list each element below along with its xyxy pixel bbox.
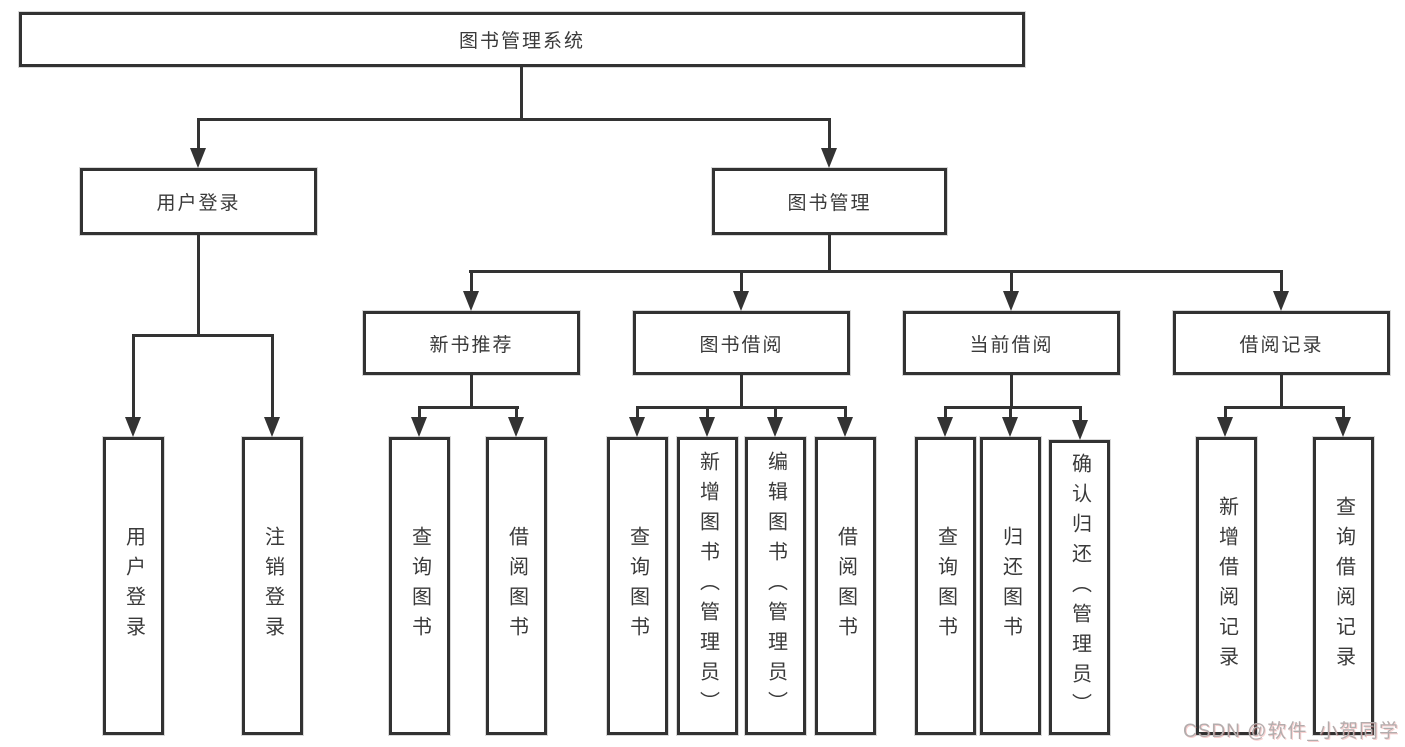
node-user-login: 用户登录 bbox=[80, 168, 317, 235]
arrow-down-icon bbox=[1217, 417, 1233, 437]
connector-root-stem bbox=[520, 67, 523, 120]
connector-records-bus bbox=[1224, 406, 1345, 409]
node-book-management: 图书管理 bbox=[712, 168, 947, 235]
leaf-logout: 注销登录 bbox=[242, 437, 303, 735]
connector-leaf-stub bbox=[1342, 406, 1345, 420]
connector-level2-bus bbox=[197, 118, 831, 121]
connector-recommend-bus bbox=[418, 406, 519, 409]
leaf-borrow-query-book: 查询图书 bbox=[607, 437, 668, 735]
connector-to-records bbox=[1280, 270, 1283, 296]
leaf-borrow-edit-book-admin: 编辑图书（管理员） bbox=[745, 437, 806, 735]
node-new-book-recommend: 新书推荐 bbox=[363, 311, 580, 375]
connector-leaf-stub bbox=[774, 406, 777, 420]
arrow-down-icon bbox=[937, 417, 953, 437]
connector-to-recommend bbox=[470, 270, 473, 296]
leaf-current-query-book: 查询图书 bbox=[915, 437, 976, 735]
arrow-down-icon bbox=[264, 417, 280, 437]
arrow-down-icon bbox=[733, 291, 749, 311]
node-system-root: 图书管理系统 bbox=[19, 12, 1025, 67]
arrow-down-icon bbox=[629, 417, 645, 437]
connector-leaf-stub bbox=[944, 406, 947, 420]
node-current-borrow: 当前借阅 bbox=[903, 311, 1120, 375]
connector-recommend-stem bbox=[470, 375, 473, 409]
node-book-borrow: 图书借阅 bbox=[633, 311, 850, 375]
leaf-borrow-borrow-book: 借阅图书 bbox=[815, 437, 876, 735]
arrow-down-icon bbox=[1273, 291, 1289, 311]
connector-leaf-stub bbox=[706, 406, 709, 420]
connector-management-stem bbox=[828, 235, 831, 272]
arrow-down-icon bbox=[190, 148, 206, 168]
leaf-current-confirm-return-admin: 确认归还（管理员） bbox=[1049, 440, 1110, 735]
arrow-down-icon bbox=[821, 148, 837, 168]
arrow-down-icon bbox=[411, 417, 427, 437]
leaf-user-login: 用户登录 bbox=[103, 437, 164, 735]
connector-borrow-bus bbox=[636, 406, 847, 409]
connector-leaf-stub bbox=[515, 406, 518, 420]
leaf-recommend-query-book: 查询图书 bbox=[389, 437, 450, 735]
connector-level3-bus bbox=[469, 270, 1283, 273]
arrow-down-icon bbox=[1002, 417, 1018, 437]
leaf-add-borrow-record: 新增借阅记录 bbox=[1196, 437, 1257, 735]
arrow-down-icon bbox=[1072, 420, 1088, 440]
arrow-down-icon bbox=[125, 417, 141, 437]
connector-login-bus bbox=[132, 334, 274, 337]
leaf-query-borrow-record: 查询借阅记录 bbox=[1313, 437, 1374, 735]
connector-current-stem bbox=[1010, 375, 1013, 409]
connector-to-borrow bbox=[740, 270, 743, 296]
node-borrow-records: 借阅记录 bbox=[1173, 311, 1390, 375]
leaf-recommend-borrow-book: 借阅图书 bbox=[486, 437, 547, 735]
connector-login-stem bbox=[197, 235, 200, 336]
connector-leaf-stub bbox=[844, 406, 847, 420]
connector-leaf-stub bbox=[1009, 406, 1012, 420]
connector-borrow-stem bbox=[740, 375, 743, 409]
arrow-down-icon bbox=[508, 417, 524, 437]
connector-current-bus bbox=[944, 406, 1082, 409]
arrow-down-icon bbox=[837, 417, 853, 437]
arrow-down-icon bbox=[699, 417, 715, 437]
connector-to-current bbox=[1010, 270, 1013, 296]
arrow-down-icon bbox=[1003, 291, 1019, 311]
connector-leaf-stub bbox=[1224, 406, 1227, 420]
connector-to-book-management bbox=[828, 118, 831, 152]
leaf-borrow-add-book-admin: 新增图书（管理员） bbox=[677, 437, 738, 735]
connector-leaf-stub bbox=[1079, 406, 1082, 423]
connector-records-stem bbox=[1280, 375, 1283, 409]
csdn-watermark: CSDN @软件_小贺同学 bbox=[1183, 721, 1399, 742]
connector-leaf-stub bbox=[636, 406, 639, 420]
connector-to-leaf-user-login bbox=[132, 334, 135, 420]
leaf-current-return-book: 归还图书 bbox=[980, 437, 1041, 735]
arrow-down-icon bbox=[1335, 417, 1351, 437]
connector-to-leaf-logout bbox=[271, 334, 274, 420]
connector-to-user-login bbox=[197, 118, 200, 152]
arrow-down-icon bbox=[463, 291, 479, 311]
arrow-down-icon bbox=[767, 417, 783, 437]
connector-leaf-stub bbox=[418, 406, 421, 420]
